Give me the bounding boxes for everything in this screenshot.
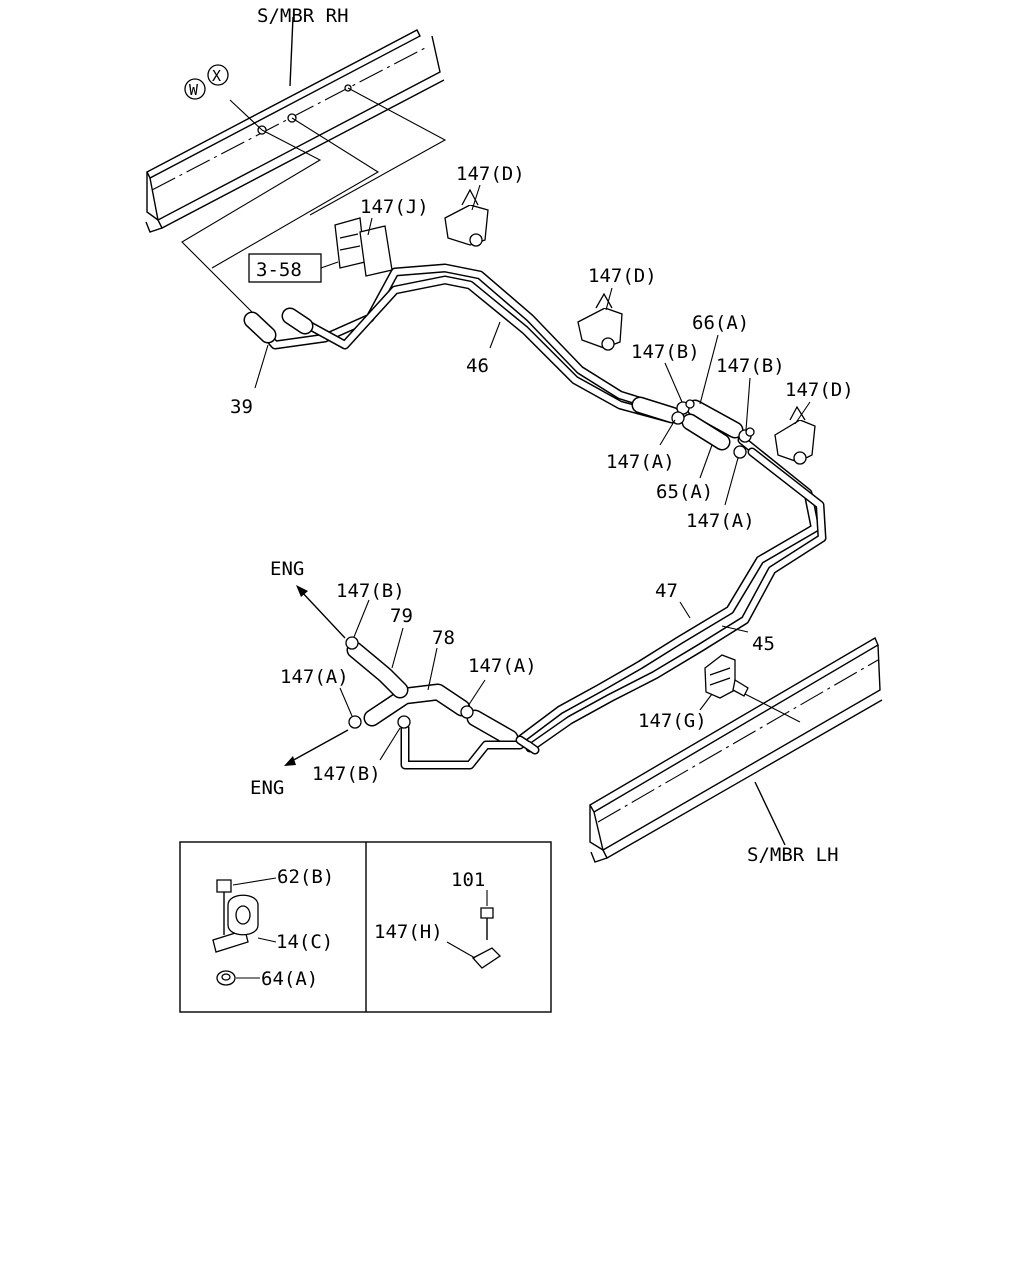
pipe-47: [515, 435, 820, 745]
label-147d-3: 147(D): [785, 379, 854, 401]
label-147b-2: 147(B): [716, 355, 785, 377]
inset-bolt-62b: [216, 879, 232, 935]
marker-w-label: W: [189, 81, 199, 99]
label-65a: 65(A): [656, 481, 713, 503]
clip-147d-1: [444, 188, 489, 247]
inset-label-147h: 147(H): [374, 921, 443, 943]
eng-arrow-top: [296, 585, 346, 639]
pipe-45: [525, 447, 827, 753]
ref-box-3-58: 3-58: [248, 253, 339, 283]
clamp-147a-eng: [348, 715, 362, 729]
label-147a-1: 147(A): [606, 451, 675, 473]
ref-box-label: 3-58: [256, 259, 302, 281]
clip-147g: [704, 654, 749, 699]
clamp-147b-lower: [397, 715, 411, 729]
inset-box: 62(B) 14(C) 64(A) 101 147(H): [179, 841, 552, 1013]
clip-147j: [334, 217, 393, 277]
inset-nut-64a: [216, 970, 236, 986]
label-eng-top: ENG: [270, 558, 304, 580]
hose-65a: [681, 413, 731, 451]
inset-bracket-14c: [212, 894, 259, 953]
clip-147d-2: [577, 292, 623, 351]
label-47: 47: [655, 580, 678, 602]
label-smbr-rh: S/MBR RH: [257, 5, 349, 27]
label-eng-bottom: ENG: [250, 777, 284, 799]
label-46: 46: [466, 355, 489, 377]
hose-66a: [686, 399, 744, 439]
label-147g: 147(G): [638, 710, 707, 732]
side-member-lh: [589, 636, 883, 863]
leader-lines: [254, 184, 811, 761]
marker-w: W: [184, 78, 206, 100]
clip-147d-3: [774, 405, 816, 465]
part-labels: 39 46 147(J) 147(D) 147(D) 66(A) 147(B) …: [230, 163, 854, 866]
hose-79: [346, 641, 409, 699]
inset-clip-147h: [471, 947, 502, 969]
side-member-rh: [145, 16, 447, 331]
clamp-147b-upper: [676, 399, 695, 415]
hose-a-upper: [631, 396, 681, 424]
label-66a: 66(A): [692, 312, 749, 334]
label-147j: 147(J): [360, 196, 429, 218]
marker-x: X: [207, 64, 229, 86]
clamp-147a-mid: [460, 705, 474, 719]
inset-label-64a: 64(A): [261, 968, 318, 990]
label-smbr-lh: S/MBR LH: [747, 844, 839, 866]
label-147d-1: 147(D): [456, 163, 525, 185]
clamp-147a-right: [733, 445, 747, 459]
inset-bolt-101: [480, 907, 494, 940]
inset-label-14c: 14(C): [276, 931, 333, 953]
clamp-147b-eng: [345, 636, 359, 650]
label-147b-4: 147(B): [312, 763, 381, 785]
label-147d-2: 147(D): [588, 265, 657, 287]
hose-78: [363, 683, 471, 727]
label-45: 45: [752, 633, 775, 655]
inset-label-62b: 62(B): [277, 866, 334, 888]
marker-x-label: X: [212, 67, 221, 85]
label-147b-3: 147(B): [336, 580, 405, 602]
hose-39-end: [243, 307, 314, 344]
label-79: 79: [390, 605, 413, 627]
eng-arrow-bottom: [284, 729, 349, 766]
label-147a-4: 147(A): [280, 666, 349, 688]
pipe-46: [250, 263, 673, 423]
inset-label-101: 101: [451, 869, 485, 891]
pipe-to-eng: [400, 723, 540, 770]
label-147a-3: 147(A): [468, 655, 537, 677]
label-147a-2: 147(A): [686, 510, 755, 532]
hose-left-joint: [466, 709, 519, 747]
label-39: 39: [230, 396, 253, 418]
label-78: 78: [432, 627, 455, 649]
clamp-147b-right: [738, 427, 755, 443]
label-147b-1: 147(B): [631, 341, 700, 363]
